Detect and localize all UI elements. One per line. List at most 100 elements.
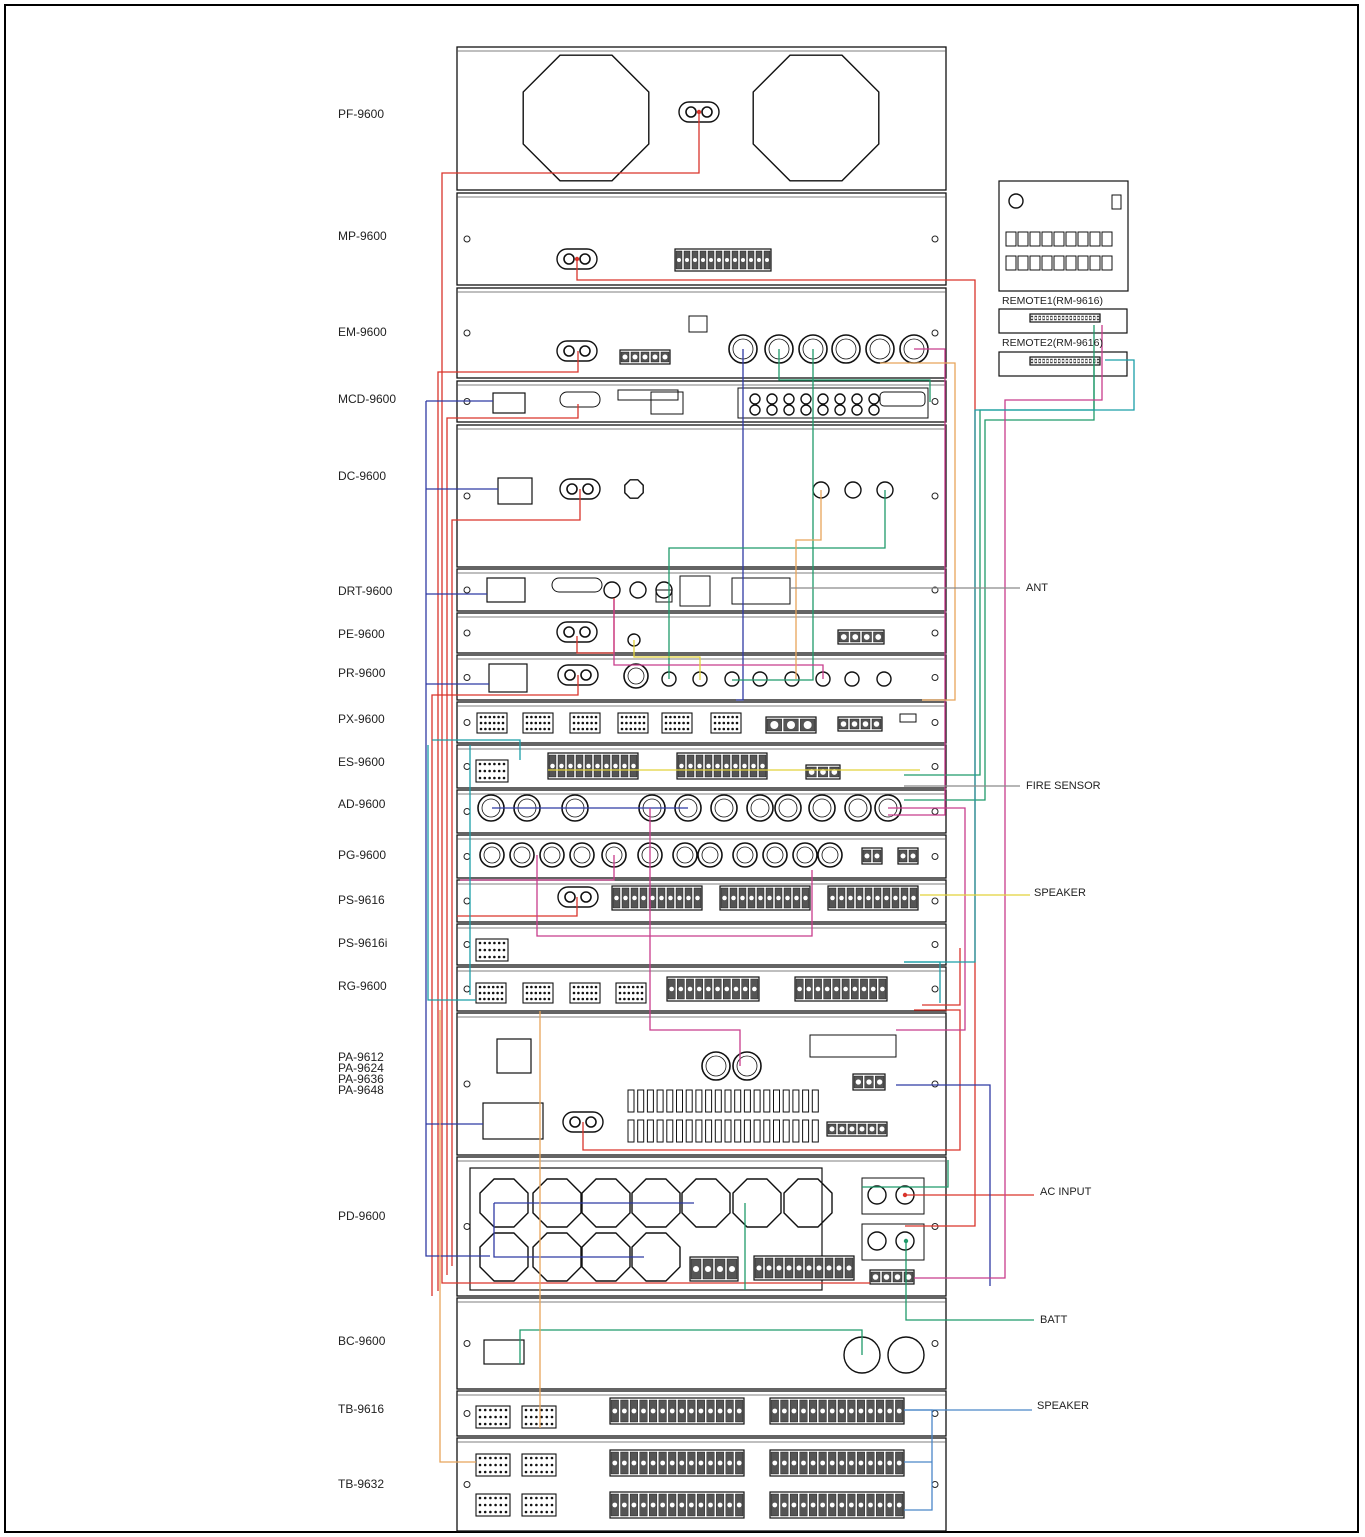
psi-dsub-pin bbox=[483, 955, 487, 959]
es-dsub-pin bbox=[502, 776, 506, 780]
rg-terminal-a-screw bbox=[706, 986, 711, 992]
pr-line-out bbox=[623, 663, 649, 689]
pg-terminal-b-screw bbox=[910, 853, 916, 859]
pa-vent bbox=[656, 1089, 664, 1113]
tb32-dsub-1-pin bbox=[489, 1463, 492, 1467]
wire-dc-orange bbox=[795, 490, 822, 679]
rg-dsub-1-pin bbox=[534, 991, 538, 995]
rg-dsub-1-pin bbox=[525, 991, 529, 995]
es-terminal-a-screw bbox=[568, 763, 573, 769]
tb32-dsub-1-pin bbox=[499, 1463, 503, 1467]
rg-dsub-0-pin bbox=[487, 997, 491, 1001]
wire-node bbox=[902, 1192, 908, 1198]
rg-dsub-2-pin bbox=[590, 991, 593, 995]
remote2-terminal-screw bbox=[1081, 360, 1084, 362]
px-terminal-b-screw bbox=[840, 721, 847, 727]
ant-label: ANT bbox=[1026, 582, 1048, 594]
tb16-terminal-b-screw bbox=[791, 1408, 797, 1414]
pd-dc-terminal-screw bbox=[872, 1274, 879, 1280]
pd-outlet-top-0 bbox=[479, 1178, 529, 1228]
px-dsub-0-pin bbox=[484, 715, 487, 719]
pr-input-jack-2 bbox=[724, 671, 740, 687]
mp-amp-terminal-screw bbox=[741, 258, 745, 262]
remote2-terminal-screw bbox=[1062, 360, 1065, 362]
remote2-terminal-screw bbox=[1089, 360, 1092, 362]
rack-panel-2 bbox=[456, 287, 947, 379]
mount-hole bbox=[931, 235, 939, 243]
tb32-dsub-3-pin bbox=[478, 1496, 482, 1500]
px-dsub-2-pin bbox=[594, 721, 598, 725]
px-dsub-2-pin bbox=[577, 727, 580, 731]
tb16-dsub-1 bbox=[475, 1405, 511, 1429]
tb32-terminal-a-screw bbox=[717, 1460, 723, 1466]
tb32-terminal-c-screw bbox=[612, 1502, 618, 1508]
rg-dsub-2-pin bbox=[577, 991, 580, 995]
px-dsub-0-pin bbox=[484, 721, 487, 725]
ac-input-label: AC INPUT bbox=[1040, 1186, 1092, 1198]
pd-outlet-top-4 bbox=[681, 1178, 731, 1228]
px-dsub-2-pin bbox=[572, 727, 576, 731]
unit-label-rg: RG-9600 bbox=[338, 979, 387, 993]
px-dsub-4-pin bbox=[673, 727, 677, 731]
tb32-dsub-1-pin bbox=[489, 1456, 492, 1460]
ps-terminal-a-screw bbox=[623, 895, 628, 901]
pd-outlet-top-6 bbox=[783, 1178, 833, 1228]
wire-remote-teal bbox=[904, 359, 1135, 963]
pa-vent bbox=[637, 1089, 645, 1113]
tb32-terminal-d-screw bbox=[801, 1502, 806, 1508]
ps-terminal-c-screw bbox=[830, 895, 835, 901]
tb32-terminal-d-screw bbox=[791, 1502, 797, 1508]
psi-dsub-pin bbox=[502, 941, 506, 945]
rg-dsub-1-pin bbox=[538, 997, 542, 1001]
psi-dsub-pin bbox=[493, 941, 496, 945]
pg-xlr-11 bbox=[817, 842, 843, 868]
unit-label-px: PX-9600 bbox=[338, 712, 385, 726]
tb16-terminal-b-screw bbox=[810, 1408, 816, 1414]
ps-terminal-a-screw bbox=[677, 895, 682, 901]
tb16-dsub-1-pin bbox=[494, 1422, 497, 1426]
pa-vent bbox=[724, 1089, 732, 1113]
tb32-dsub-1-pin bbox=[483, 1463, 487, 1467]
px-dsub-3-pin bbox=[629, 727, 633, 731]
ps-terminal-b-screw bbox=[803, 895, 808, 901]
tb16-terminal-b-screw bbox=[820, 1408, 826, 1414]
pr-input-jack-4 bbox=[784, 671, 800, 687]
ps-terminal-a-screw bbox=[695, 895, 700, 901]
remote2-terminal-screw bbox=[1097, 360, 1100, 362]
tb32-terminal-c-screw bbox=[708, 1502, 713, 1508]
tb16-dsub-2-pin bbox=[540, 1415, 543, 1419]
rg-dsub-3-pin bbox=[636, 985, 639, 989]
pf-dc-jack-pin bbox=[685, 106, 697, 118]
px-dsub-0-pin bbox=[492, 721, 496, 725]
psi-dsub-pin bbox=[478, 948, 482, 952]
ps-dc-jack-pin bbox=[564, 891, 576, 903]
tb32-terminal-a-screw bbox=[650, 1460, 656, 1466]
drt-ac-inlet bbox=[486, 577, 526, 603]
tb32-dsub-2-pin bbox=[529, 1456, 533, 1460]
tb16-terminal-a-screw bbox=[669, 1408, 675, 1414]
es-terminal-b-screw bbox=[751, 763, 756, 769]
pr-dc-jack-pin bbox=[564, 669, 576, 681]
tb32-dsub-1-pin bbox=[489, 1470, 492, 1474]
pd-outlet-top-3 bbox=[631, 1178, 681, 1228]
remote2-terminal-screw bbox=[1038, 360, 1041, 362]
pa-terminal-a-screw bbox=[855, 1079, 861, 1085]
tb32-dsub-2 bbox=[521, 1453, 557, 1477]
tb16-dsub-1-pin bbox=[489, 1422, 492, 1426]
px-terminal-a-screw bbox=[803, 721, 812, 729]
mcd-rca bbox=[766, 393, 778, 405]
remote2-terminal-screw bbox=[1042, 360, 1045, 362]
pg-xlr-2-inner bbox=[543, 846, 561, 864]
em-dc-jack-pin bbox=[579, 345, 591, 357]
pa-speaker-terminal-screw bbox=[849, 1126, 855, 1132]
wire-power-dc bbox=[451, 489, 581, 1266]
ps-terminal-b-screw bbox=[758, 895, 763, 901]
remote1-terminal-screw bbox=[1073, 317, 1076, 319]
mount-hole bbox=[931, 398, 939, 405]
ad-xlr-5 bbox=[710, 794, 738, 822]
remote2-terminal-screw bbox=[1054, 360, 1057, 362]
unit-label-em: EM-9600 bbox=[338, 325, 387, 339]
pa-ac-inlet bbox=[482, 1102, 544, 1140]
px-dsub-3-pin bbox=[625, 727, 628, 731]
remote1-terminal bbox=[1029, 313, 1101, 323]
